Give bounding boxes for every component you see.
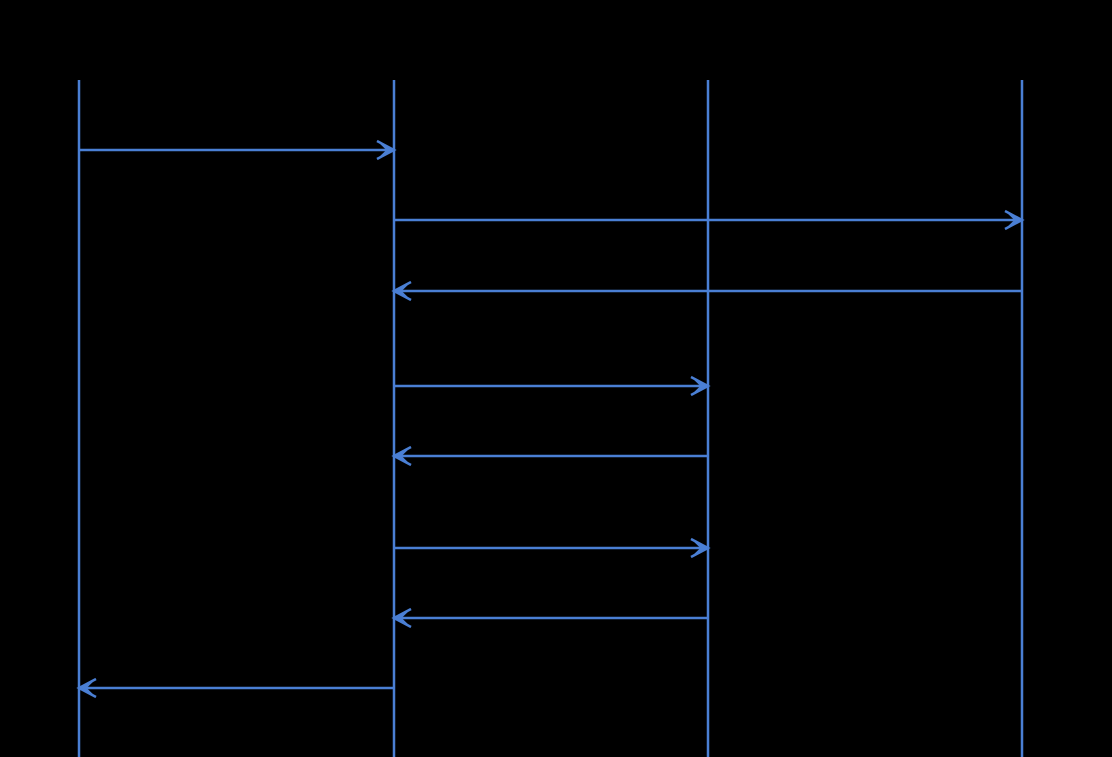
lifelines-group bbox=[77, 80, 1024, 757]
message-2[interactable] bbox=[394, 209, 1025, 231]
message-3[interactable] bbox=[391, 280, 1022, 302]
message-6[interactable] bbox=[394, 537, 711, 559]
message-7[interactable] bbox=[391, 607, 708, 629]
message-4[interactable] bbox=[394, 375, 711, 397]
arrowhead-fill-4 bbox=[691, 377, 708, 395]
arrowhead-fill-8 bbox=[79, 679, 96, 697]
arrowhead-fill-3 bbox=[394, 282, 411, 300]
arrowhead-fill-1 bbox=[377, 141, 394, 159]
arrowhead-fill-6 bbox=[691, 539, 708, 557]
message-5[interactable] bbox=[391, 445, 708, 467]
arrowhead-fill-2 bbox=[1005, 211, 1022, 229]
arrowhead-fill-5 bbox=[394, 447, 411, 465]
message-1[interactable] bbox=[79, 139, 397, 161]
messages-group bbox=[76, 139, 1025, 699]
arrowhead-fill-7 bbox=[394, 609, 411, 627]
message-8[interactable] bbox=[76, 677, 394, 699]
